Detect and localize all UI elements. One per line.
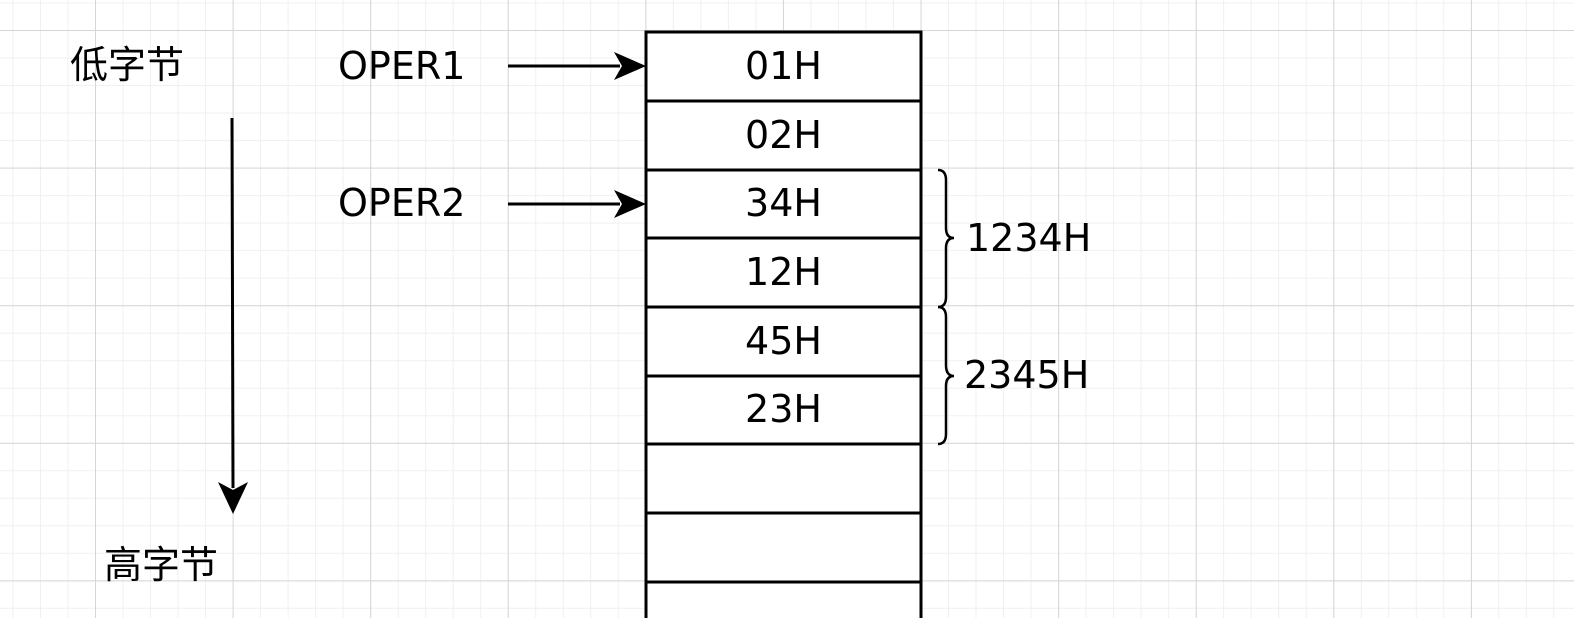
high-byte-label: 高字节 [104, 543, 219, 587]
oper1-label: OPER1 [338, 44, 466, 88]
brace-2345h [937, 305, 955, 446]
brace-1234h [937, 168, 955, 309]
memory-cell: 12H [745, 250, 822, 294]
word-value-2345h: 2345H [964, 353, 1090, 397]
oper2-arrow [508, 190, 646, 218]
memory-cell: 01H [745, 44, 822, 88]
memory-cell: 45H [745, 319, 822, 363]
word-value-1234h: 1234H [966, 216, 1092, 260]
memory-cell: 34H [745, 181, 822, 225]
oper1-arrow [508, 52, 646, 80]
memory-cell: 23H [745, 387, 822, 431]
memory-table-border [644, 30, 923, 618]
oper2-label: OPER2 [338, 181, 466, 225]
memory-cell: 02H [745, 113, 822, 157]
direction-arrow [218, 117, 248, 514]
low-byte-label: 低字节 [70, 43, 185, 87]
